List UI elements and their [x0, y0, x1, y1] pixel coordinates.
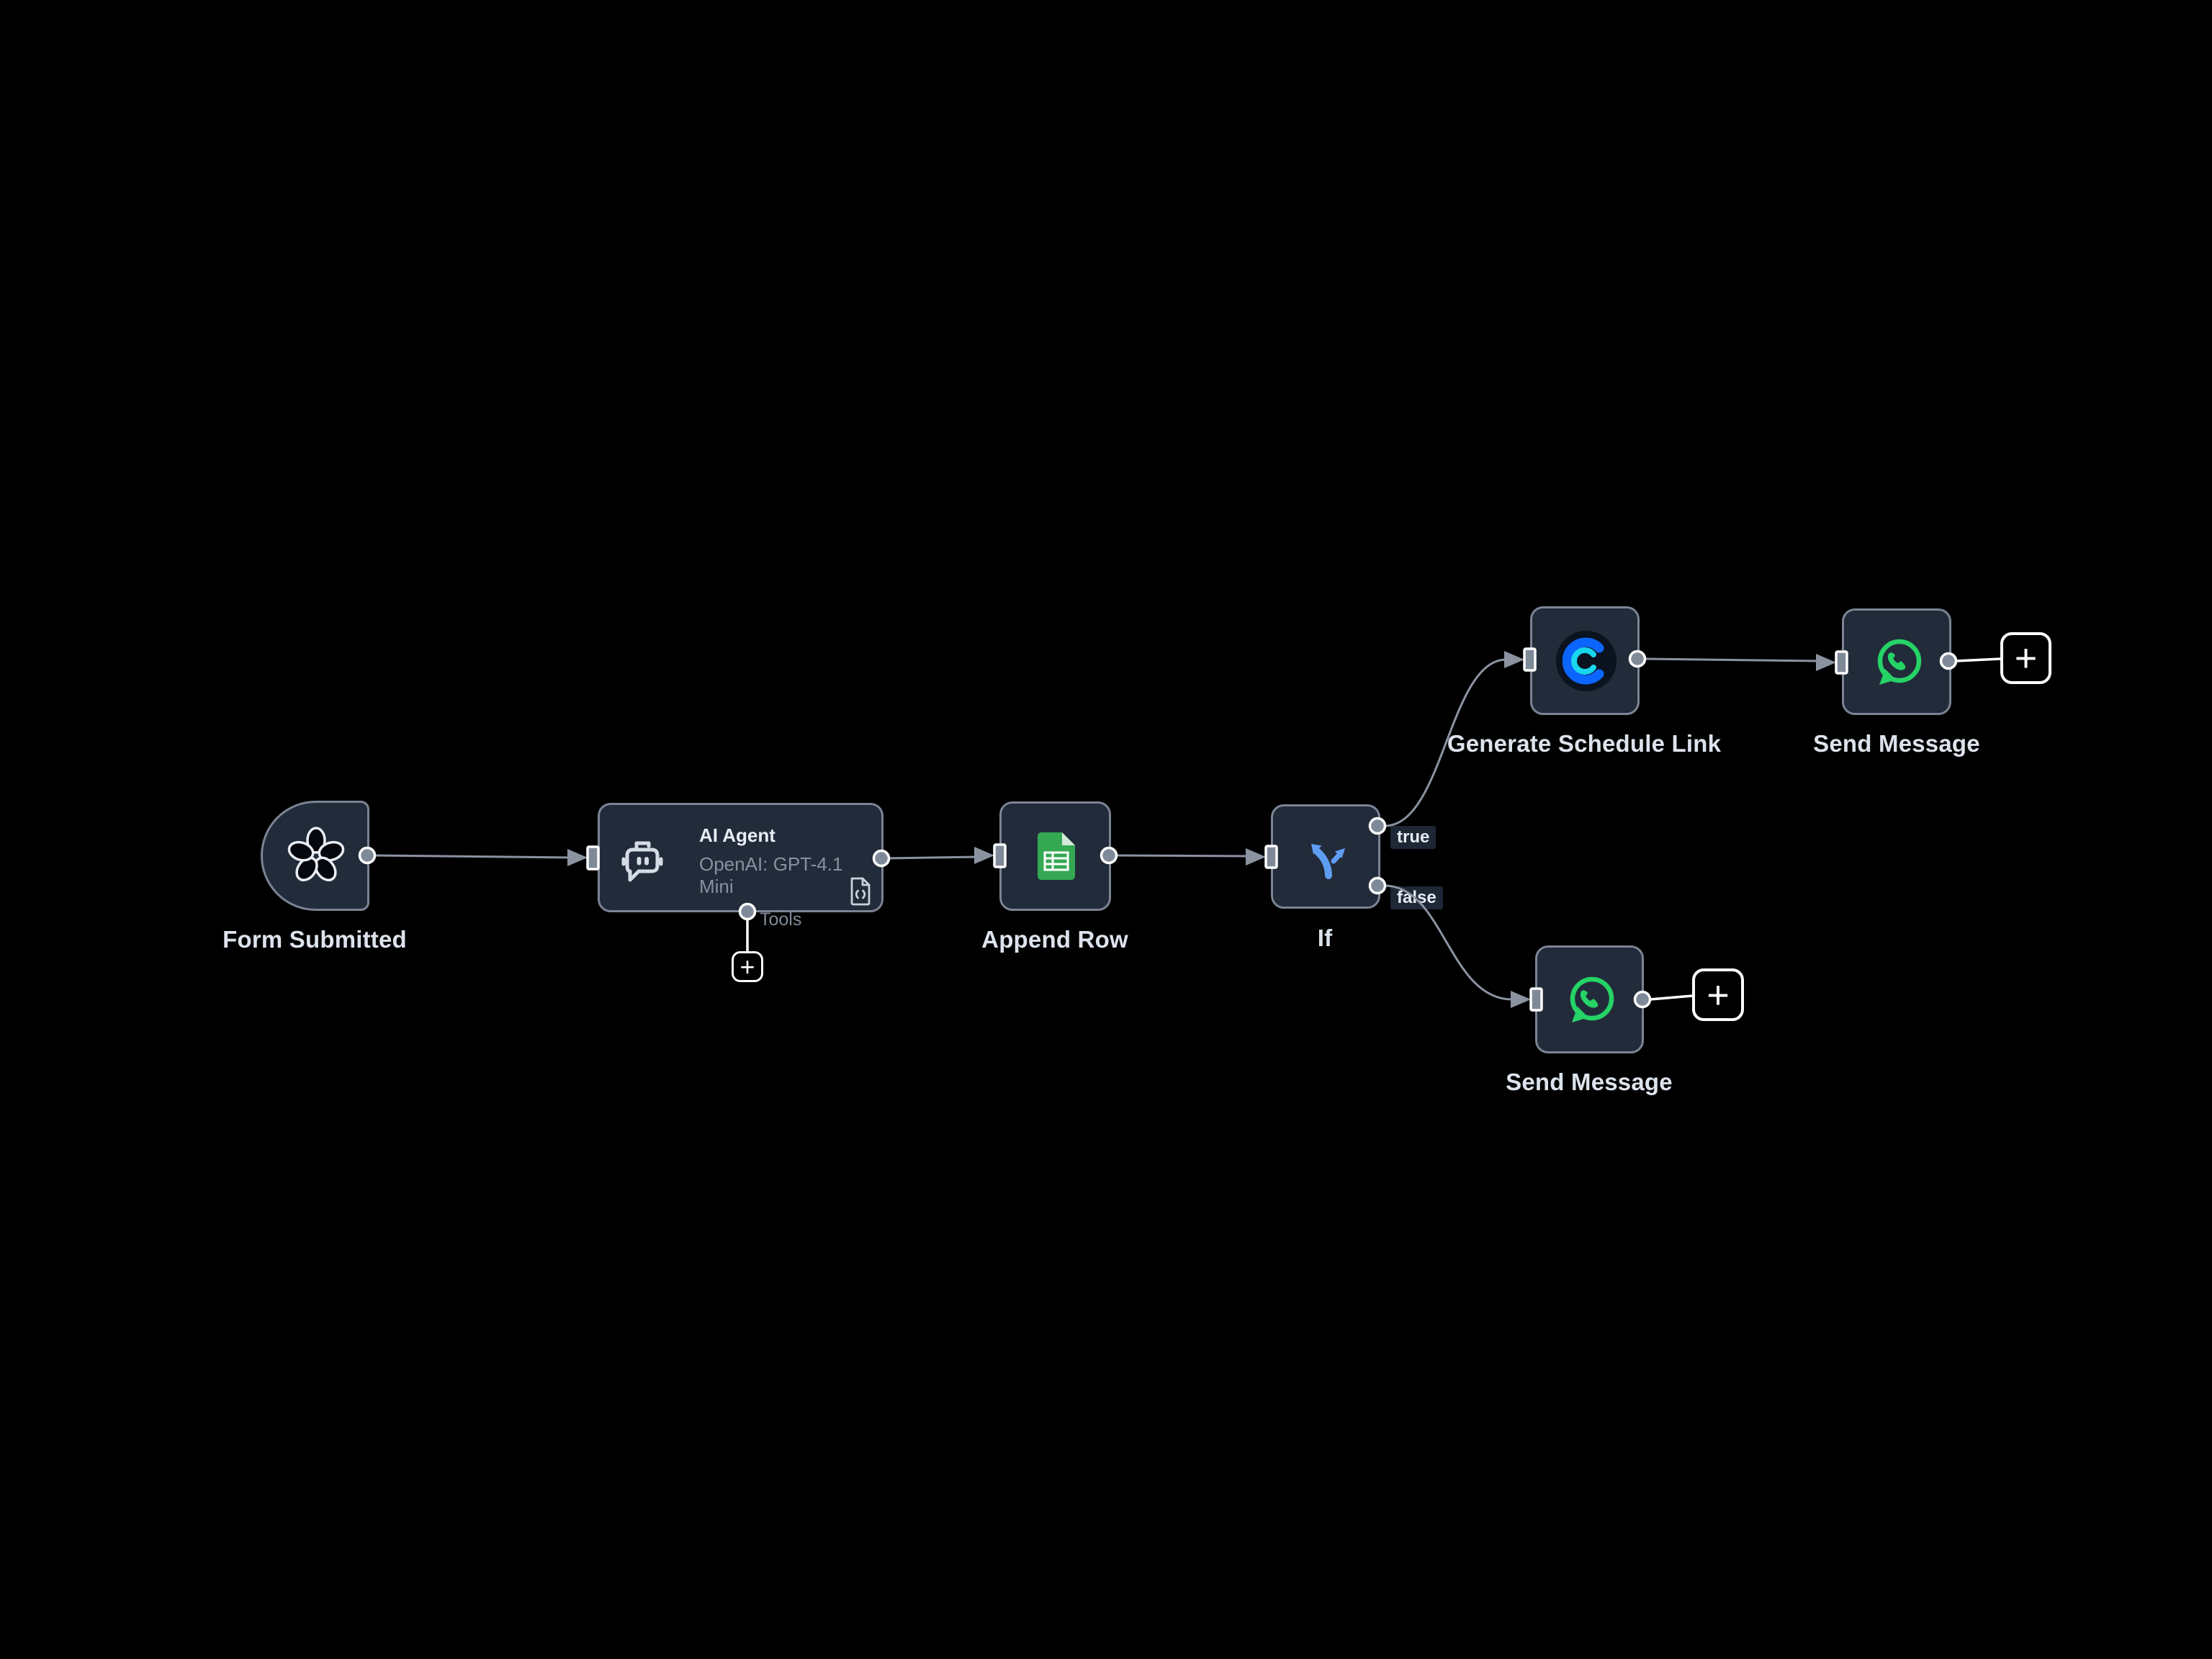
if-false-output-chip: false — [1390, 886, 1443, 910]
add-node-button-true-branch[interactable]: + — [2000, 632, 2051, 684]
connection-form-to-ai — [374, 854, 575, 859]
tools-port-label: Tools — [760, 909, 802, 930]
branch-arrows-icon — [1311, 844, 1345, 879]
connection-whatsapp-false-to-plus — [1649, 994, 1693, 1001]
send-message-false-label: Send Message — [1506, 1069, 1673, 1095]
robot-icon — [621, 841, 663, 882]
node-if[interactable] — [1271, 804, 1380, 909]
add-node-button-false-branch[interactable]: + — [1692, 968, 1744, 1021]
append-row-label: Append Row — [981, 926, 1128, 953]
form-trigger-flower-icon — [287, 827, 345, 882]
node-append-row[interactable] — [999, 801, 1111, 911]
ai-agent-title: AI Agent — [699, 824, 775, 846]
arrowhead — [1511, 991, 1531, 1008]
add-tool-button[interactable]: + — [732, 951, 763, 982]
arrowhead — [974, 847, 994, 864]
if-true-output-chip: true — [1390, 826, 1437, 850]
arrowhead — [567, 849, 588, 866]
ai-agent-model-subtitle: OpenAI: GPT-4.1 Mini — [699, 853, 843, 897]
node-form-submitted[interactable] — [261, 801, 369, 911]
google-sheets-icon — [1038, 832, 1075, 880]
if-label: If — [1317, 925, 1333, 951]
send-message-true-label: Send Message — [1813, 730, 1980, 757]
node-send-message-true[interactable] — [1842, 608, 1951, 715]
connection-ai-to-append — [888, 855, 979, 860]
form-submitted-label: Form Submitted — [222, 926, 407, 953]
arrowhead — [1504, 651, 1524, 668]
generate-schedule-link-label: Generate Schedule Link — [1447, 730, 1722, 757]
calendly-icon — [1556, 631, 1617, 691]
whatsapp-icon — [1877, 639, 1922, 685]
node-ai-agent[interactable]: AI Agent OpenAI: GPT-4.1 Mini — [598, 803, 884, 912]
connection-whatsapp-true-to-plus — [1955, 657, 2001, 662]
connection-calendly-to-whatsapp — [1644, 657, 1820, 662]
node-generate-schedule-link[interactable] — [1530, 606, 1640, 715]
input-port-ai-agent[interactable] — [586, 845, 600, 871]
file-code-icon — [850, 877, 871, 906]
arrowhead — [1816, 654, 1836, 671]
arrowhead — [1246, 848, 1266, 866]
connection-append-to-if — [1115, 854, 1251, 858]
node-send-message-false[interactable] — [1535, 945, 1644, 1053]
whatsapp-icon — [1570, 976, 1614, 1022]
